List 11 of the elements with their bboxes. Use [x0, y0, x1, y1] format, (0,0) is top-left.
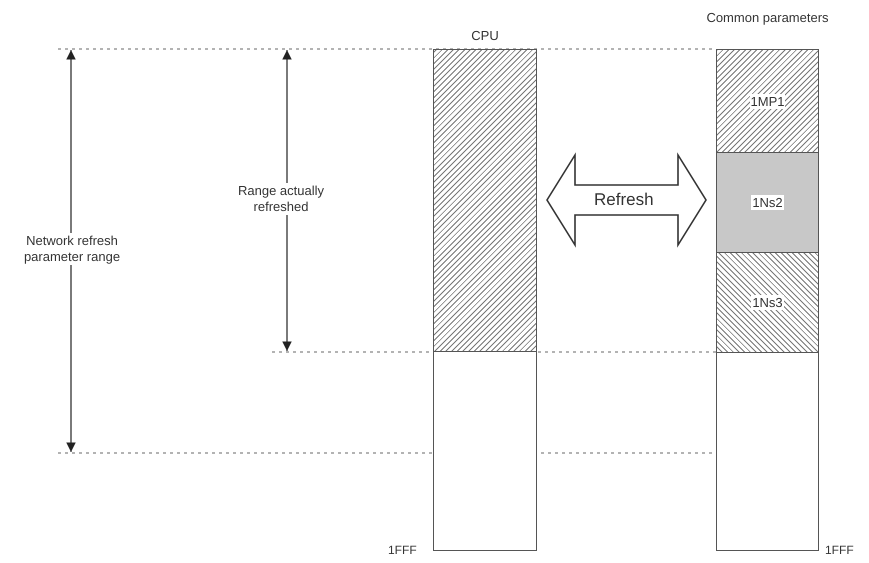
column-heading: Common parameters	[705, 10, 830, 25]
hatched-area	[434, 50, 536, 352]
address-label: 1FFF	[825, 543, 854, 557]
parameter-block	[717, 50, 818, 152]
block-label: 1Ns3	[751, 295, 784, 310]
parameter-block	[717, 252, 818, 353]
parameter-block	[717, 152, 818, 252]
block-label: 1Ns2	[751, 195, 784, 210]
address-label: 1FFF	[388, 543, 417, 557]
column-heading: CPU	[470, 28, 500, 43]
block-label: 1MP1	[750, 94, 786, 108]
